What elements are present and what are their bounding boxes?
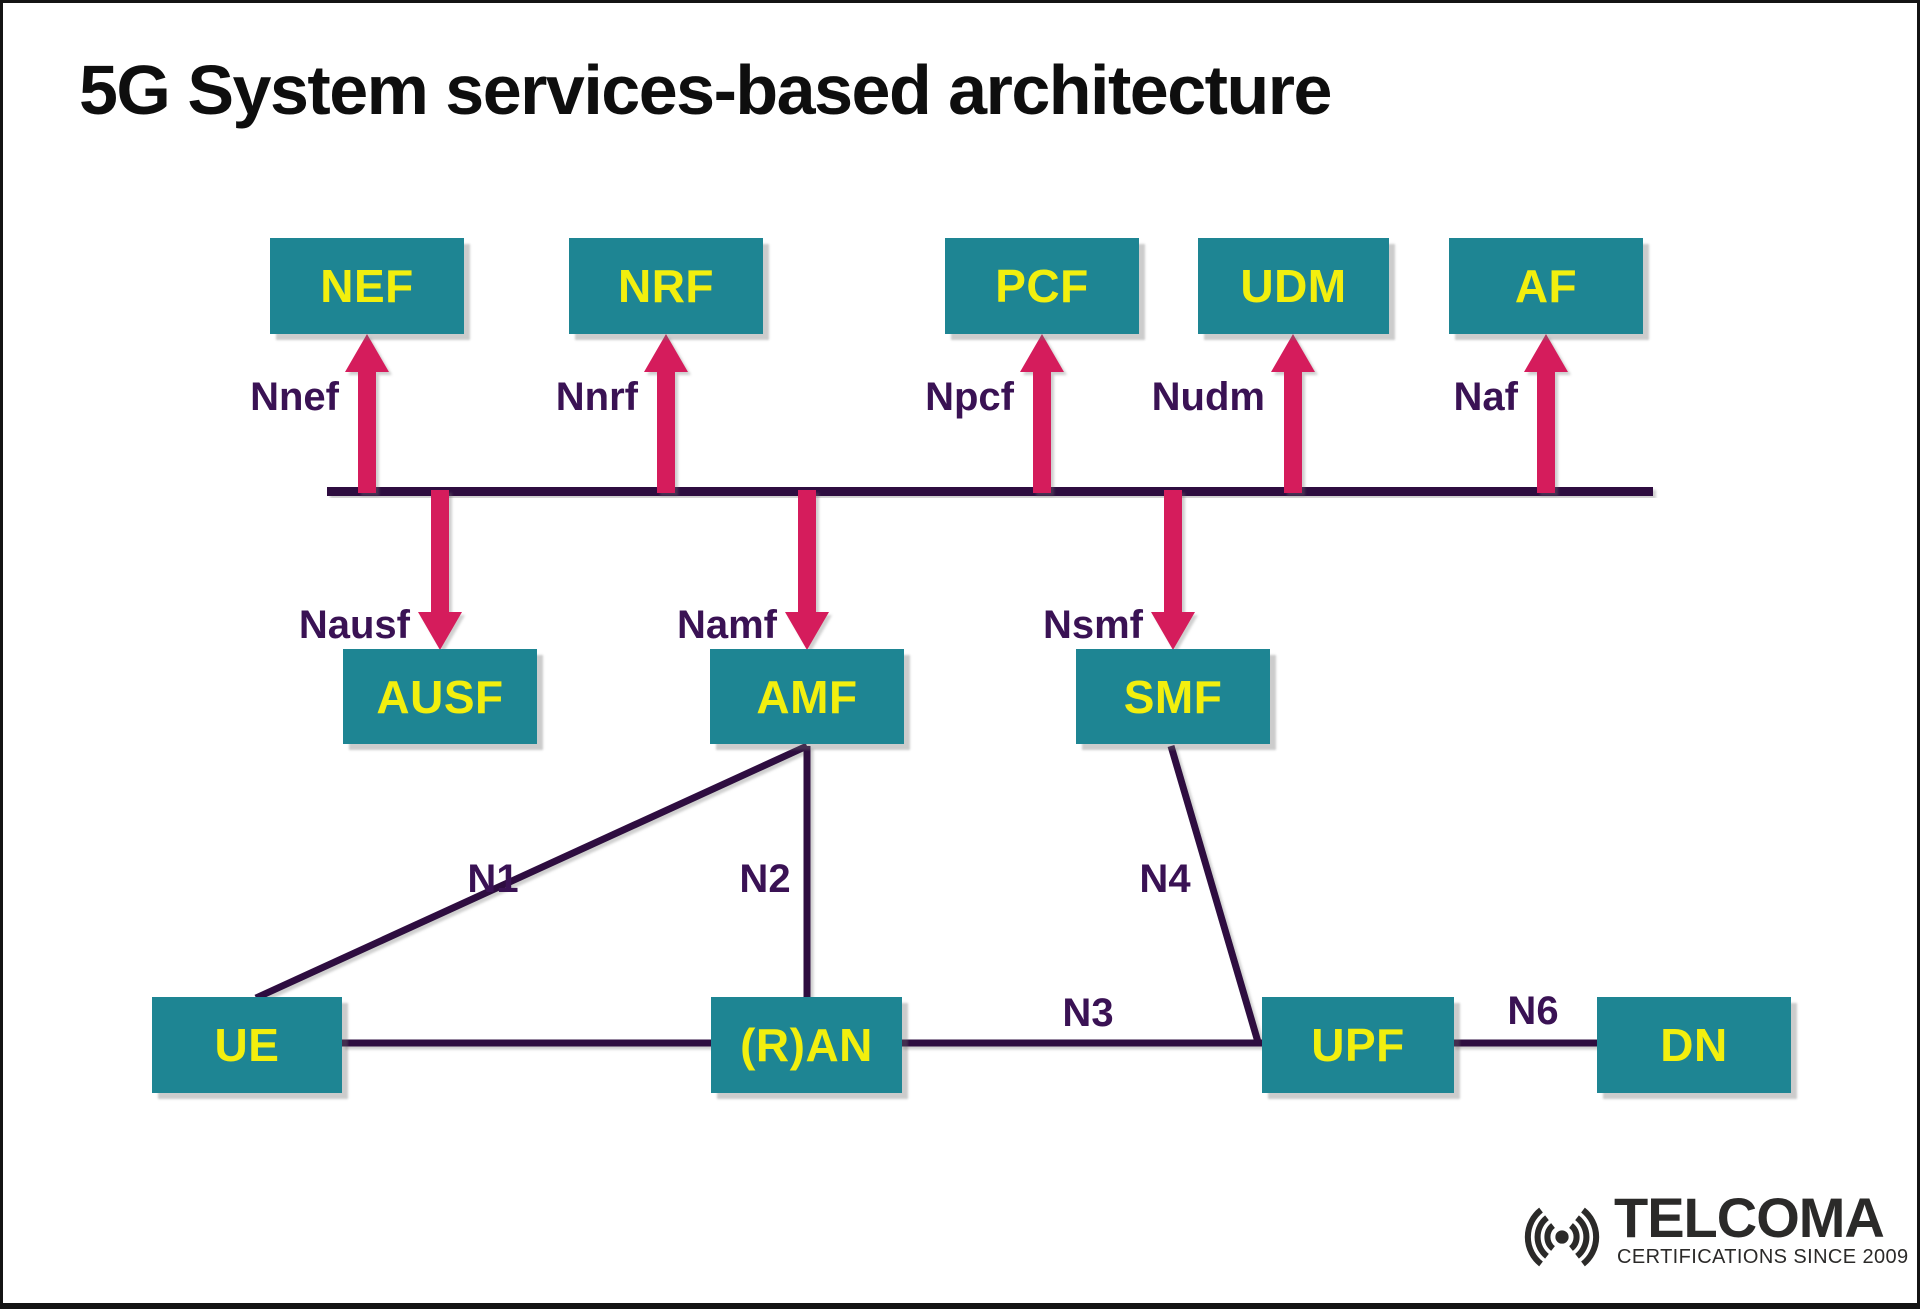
nudm-arrow-up (1271, 334, 1315, 493)
nf-box-ran: (R)AN (711, 997, 902, 1093)
ausf-label: AUSF (376, 670, 504, 723)
interface-label-nausf: Nausf (298, 603, 410, 647)
nf-box-amf: AMF (710, 649, 904, 744)
nnef-arrow-up (345, 334, 389, 493)
link-label-n4: N4 (1139, 857, 1191, 901)
pcf-label: PCF (995, 260, 1089, 312)
smf-label: SMF (1123, 670, 1223, 723)
link-label-n2: N2 (739, 857, 791, 901)
nsmf-arrow-down (1151, 490, 1195, 650)
nrf-label: NRF (617, 260, 715, 312)
namf-arrow-down (785, 490, 829, 650)
nf-box-upf: UPF (1262, 997, 1454, 1093)
nf-box-dn: DN (1597, 997, 1791, 1093)
signal-icon (1524, 1207, 1600, 1267)
nf-box-nef: NEF (270, 238, 464, 334)
telcoma-logo: TELCOMA CERTIFICATIONS SINCE 2009 (1513, 1186, 1908, 1284)
interface-label-npcf: Npcf (925, 375, 1014, 419)
nf-box-udm: UDM (1198, 238, 1389, 334)
ran-label: (R)AN (740, 1019, 873, 1071)
nnrf-arrow-up (644, 334, 688, 493)
brand-name: TELCOMA (1614, 1186, 1885, 1249)
interface-label-nnrf: Nnrf (555, 375, 638, 419)
udm-label: UDM (1240, 260, 1347, 312)
nf-box-pcf: PCF (945, 238, 1139, 334)
brand-tagline: CERTIFICATIONS SINCE 2009 (1617, 1246, 1909, 1268)
link-label-n6: N6 (1507, 989, 1559, 1033)
nf-box-smf: SMF (1076, 649, 1270, 744)
nef-label: NEF (320, 260, 414, 312)
nf-box-ausf: AUSF (343, 649, 537, 744)
interface-label-namf: Namf (676, 603, 777, 647)
interface-label-nnef: Nnef (250, 375, 339, 419)
nausf-arrow-down (418, 490, 462, 650)
af-label: AF (1514, 260, 1578, 312)
npcf-arrow-up (1020, 334, 1064, 493)
page-title: 5G System services-based architecture (79, 51, 1332, 129)
interface-label-nsmf: Nsmf (1042, 603, 1143, 647)
link-label-n3: N3 (1062, 991, 1114, 1035)
n1-line (254, 742, 809, 1002)
n4-line (1167, 745, 1262, 1043)
nf-box-ue: UE (152, 997, 342, 1093)
link-label-n1: N1 (467, 857, 519, 901)
nf-box-af: AF (1449, 238, 1643, 334)
nf-box-nrf: NRF (569, 238, 763, 334)
interface-label-nudm: Nudm (1151, 375, 1265, 419)
naf-arrow-up (1524, 334, 1568, 493)
amf-label: AMF (756, 670, 858, 723)
service-bus-line (327, 487, 1653, 496)
upf-label: UPF (1311, 1019, 1405, 1071)
ue-label: UE (214, 1019, 280, 1071)
interface-label-naf: Naf (1453, 375, 1518, 419)
dn-label: DN (1660, 1019, 1728, 1071)
diagram-lines-layer (254, 334, 1653, 1047)
